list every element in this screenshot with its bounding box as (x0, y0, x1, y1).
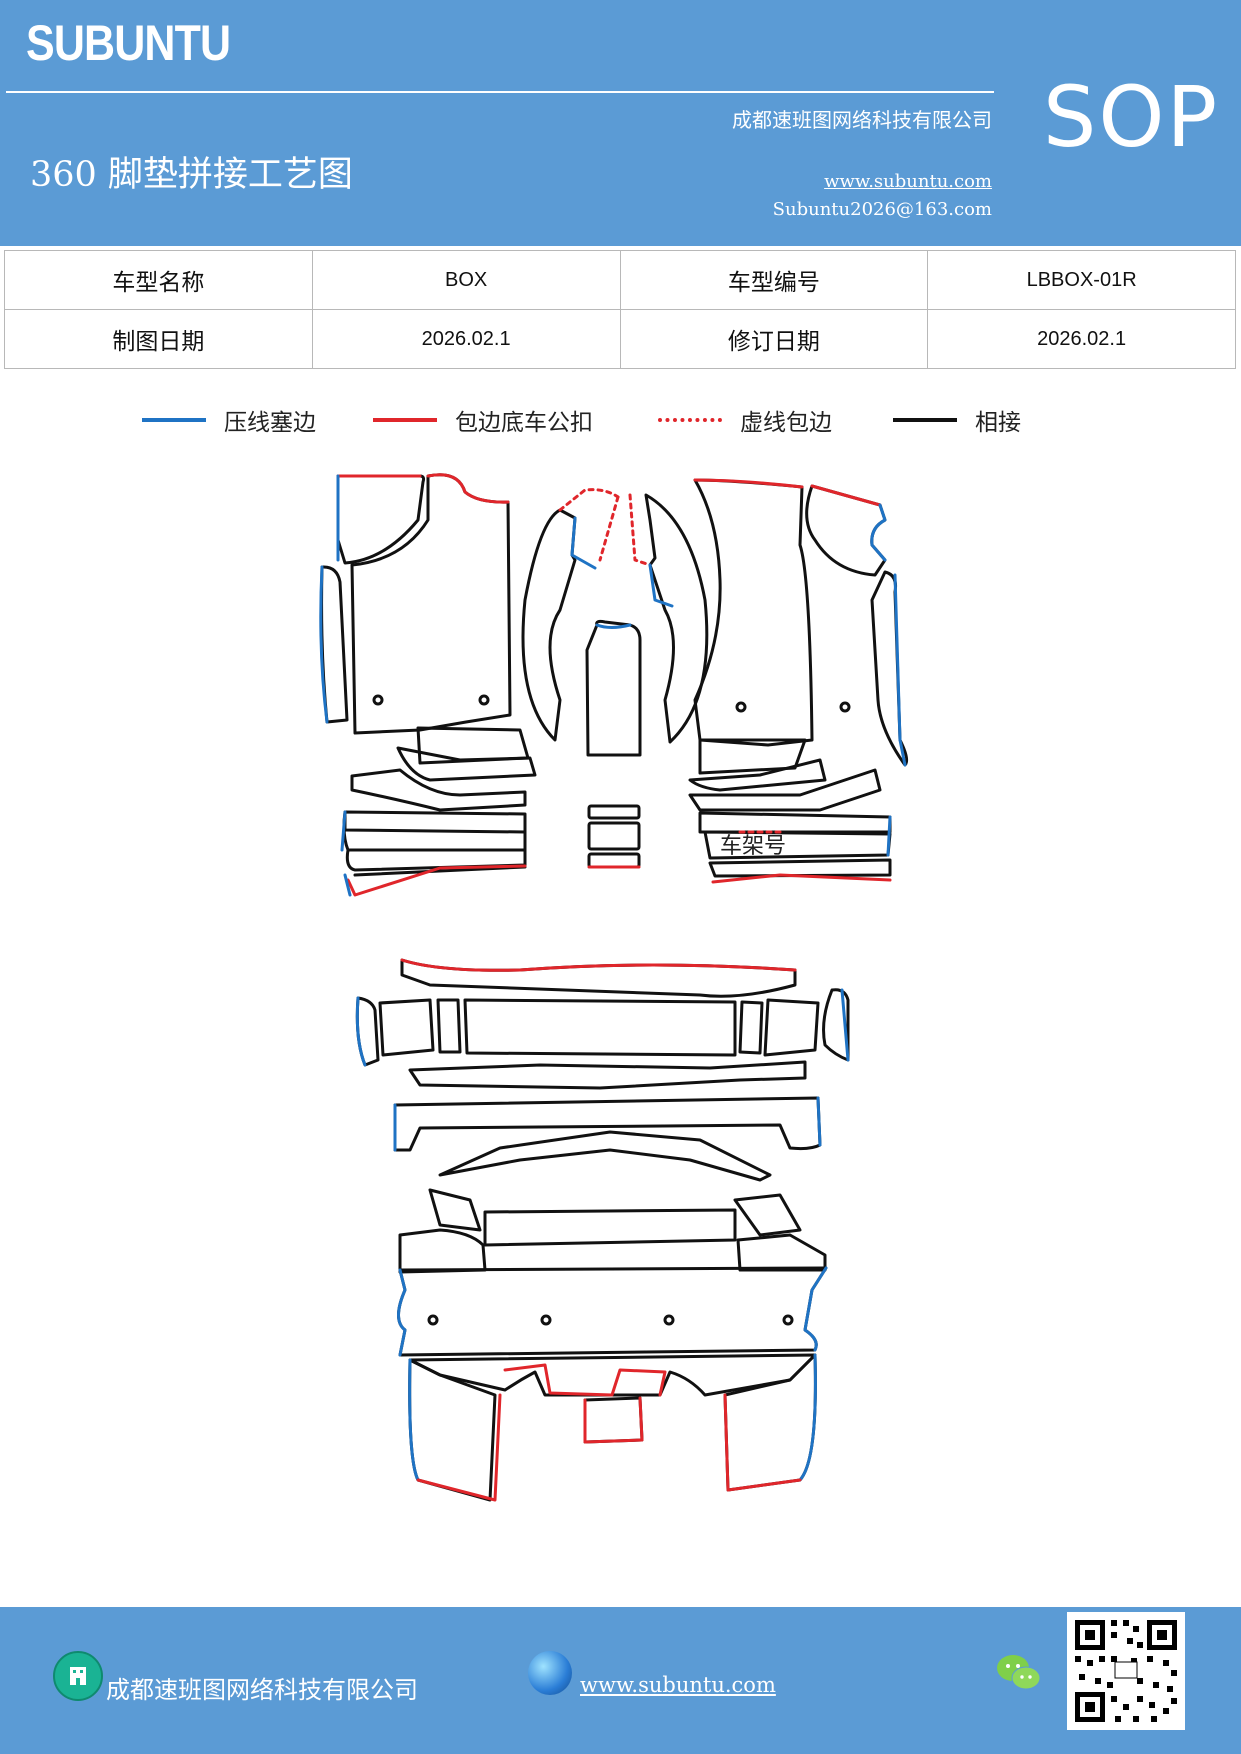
drawing-date-value: 2026.02.1 (311, 309, 621, 369)
frame-number-label: 车架号 (720, 834, 786, 859)
drawing-date-label: 制图日期 (4, 309, 313, 369)
legend-dotted-line-icon (658, 418, 722, 422)
legend-item-dashed-wrap: 虚线包边 (658, 402, 832, 438)
legend-item-press-line: 压线塞边 (142, 402, 316, 438)
footer-company: 成都速班图网络科技有限公司 (106, 1676, 418, 1704)
legend-black-line-icon (893, 418, 957, 422)
revision-date-value: 2026.02.1 (927, 309, 1236, 369)
legend-item-joint: 相接 (893, 402, 1021, 438)
front-left-mat (319, 473, 512, 735)
front-right-mat (693, 478, 909, 767)
wechat-icon[interactable] (996, 1652, 1042, 1694)
qr-code[interactable] (1067, 1612, 1185, 1730)
info-table: 车型名称 BOX 车型编号 LBBOX-01R 制图日期 2026.02.1 修… (4, 250, 1236, 369)
header-divider (6, 91, 994, 93)
legend-label: 压线塞边 (224, 410, 316, 436)
left-strips (340, 726, 537, 897)
model-name-value: BOX (311, 250, 621, 310)
tunnel-pieces (521, 488, 709, 869)
floor-mat-diagram: 车架号 (319, 473, 909, 1502)
header-email[interactable]: Subuntu2026@163.com (772, 199, 992, 220)
header-website-link[interactable]: www.subuntu.com (824, 171, 992, 192)
rear-mat-cluster (355, 958, 850, 1502)
table-row: 制图日期 2026.02.1 修订日期 2026.02.1 (4, 309, 1236, 369)
model-code-value: LBBOX-01R (927, 250, 1236, 310)
legend-blue-line-icon (142, 418, 206, 422)
revision-date-label: 修订日期 (619, 309, 929, 369)
right-strips (688, 738, 892, 884)
legend-label: 相接 (975, 410, 1021, 436)
footer-website-link[interactable]: www.subuntu.com (580, 1673, 776, 1697)
page-title: 360 脚垫拼接工艺图 (30, 155, 353, 195)
legend-red-line-icon (373, 418, 437, 422)
legend-label: 包边底车公扣 (455, 410, 593, 436)
header-company: 成都速班图网络科技有限公司 (732, 108, 992, 132)
legend-item-wrap-edge: 包边底车公扣 (373, 402, 593, 438)
legend-label: 虚线包边 (740, 410, 832, 436)
brand-logo: SUBUNTU (26, 15, 231, 71)
header-banner (0, 0, 1241, 246)
building-icon (53, 1651, 103, 1701)
sop-badge: SOP (1043, 68, 1220, 166)
table-row: 车型名称 BOX 车型编号 LBBOX-01R (4, 250, 1236, 310)
model-name-label: 车型名称 (4, 250, 313, 310)
model-code-label: 车型编号 (619, 250, 929, 310)
globe-icon (528, 1651, 572, 1695)
